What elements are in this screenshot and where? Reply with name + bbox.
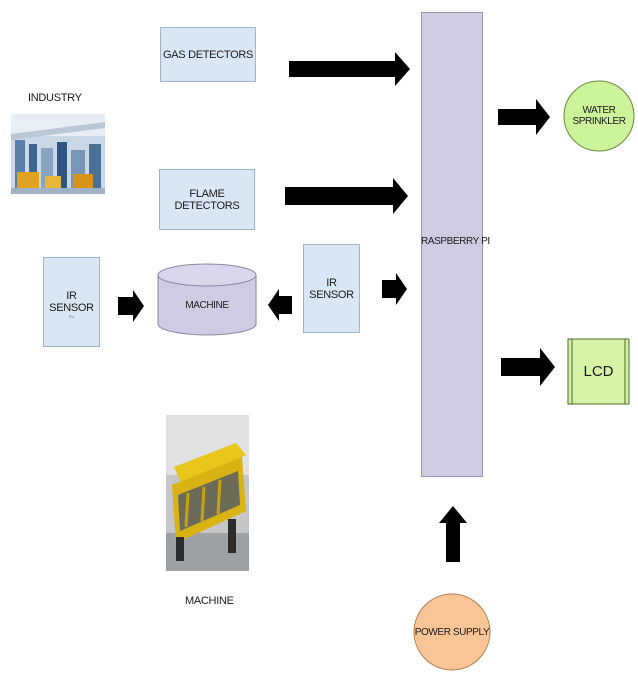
ir-sensor-left-label: IR SENSOR xyxy=(49,290,94,314)
machine-photo xyxy=(166,415,249,571)
raspberry-pi-box xyxy=(421,12,483,477)
power-supply-label: POWER SUPPLY xyxy=(414,626,490,638)
machine-photo-caption: MACHINE xyxy=(185,595,234,607)
gas-detectors-box: GAS DETECTORS xyxy=(160,27,256,82)
ir-sensor-right-box: IR SENSOR xyxy=(303,244,360,333)
lcd-box xyxy=(567,338,630,405)
water-sprinkler-circle xyxy=(563,80,635,152)
power-supply-circle xyxy=(413,593,491,671)
ir-sensor-left-sublabel: Fu xyxy=(69,314,74,319)
arrow-irright-to-machine xyxy=(268,289,292,321)
arrow-rpi-to-sprinkler xyxy=(498,99,550,135)
water-sprinkler-label: WATER SPRINKLER xyxy=(572,105,626,127)
raspberry-pi-label: RASPBERRY PI xyxy=(421,236,490,247)
arrow-irleft-to-machine xyxy=(118,290,144,322)
flame-detectors-box: FLAME DETECTORS xyxy=(159,169,255,230)
ir-sensor-left-box: IR SENSOR xyxy=(43,257,100,347)
arrow-rpi-to-lcd xyxy=(501,348,555,386)
machine-label: MACHINE xyxy=(185,299,229,311)
arrow-irright-to-rpi xyxy=(382,273,407,305)
arrow-power-to-rpi xyxy=(439,506,467,562)
arrow-gas-to-rpi xyxy=(289,52,410,86)
arrow-flame-to-rpi xyxy=(285,178,408,214)
lcd-label: LCD xyxy=(583,363,614,380)
industry-photo xyxy=(11,114,105,194)
machine-cylinder xyxy=(157,263,257,336)
industry-caption: INDUSTRY xyxy=(28,92,82,104)
